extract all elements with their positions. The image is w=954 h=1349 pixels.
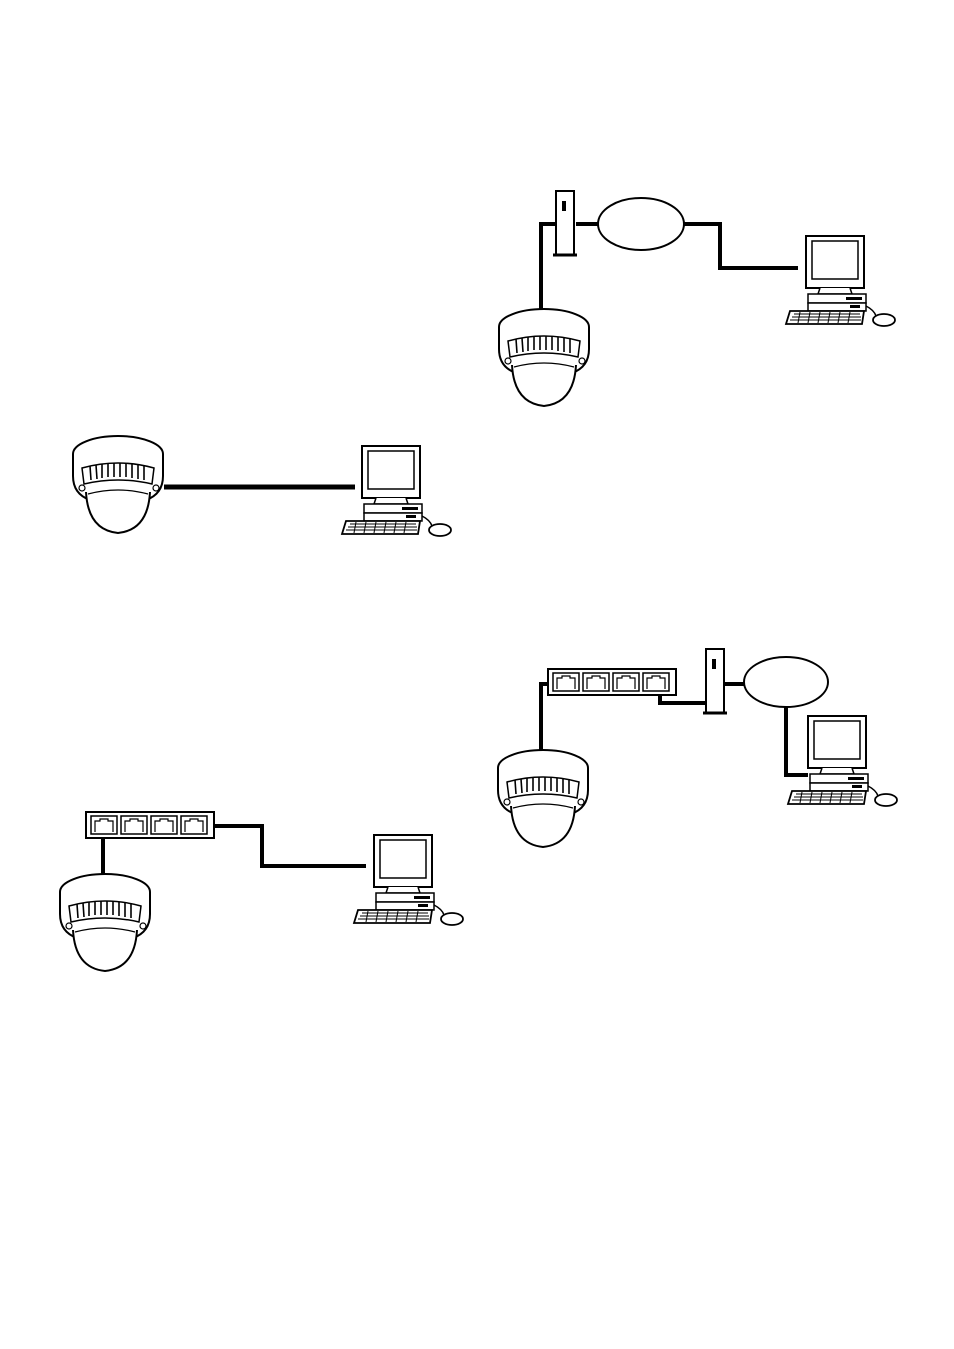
cable-hub-computer	[198, 826, 366, 866]
network-cloud-icon	[744, 657, 828, 707]
modem-icon	[553, 191, 577, 255]
cable-cloud-computer	[684, 224, 798, 268]
dome-camera-icon	[73, 436, 163, 533]
network-cloud-icon	[598, 198, 684, 250]
dome-camera-icon	[498, 750, 588, 847]
hub-icon	[86, 812, 214, 838]
modem-icon	[703, 649, 727, 713]
cable-cloud-computer	[786, 706, 808, 775]
cable-camera-modem	[541, 224, 556, 310]
diagram-hub-connection	[60, 812, 463, 971]
diagram-direct-connection	[73, 436, 451, 536]
computer-icon	[788, 716, 897, 806]
hub-icon	[548, 669, 676, 695]
dome-camera-icon	[499, 309, 589, 406]
dome-camera-icon	[60, 874, 150, 971]
diagram-modem-connection	[499, 191, 895, 406]
computer-icon	[786, 236, 895, 326]
computer-icon	[354, 835, 463, 925]
computer-icon	[342, 446, 451, 536]
diagram-hub-modem-connection	[498, 649, 897, 847]
